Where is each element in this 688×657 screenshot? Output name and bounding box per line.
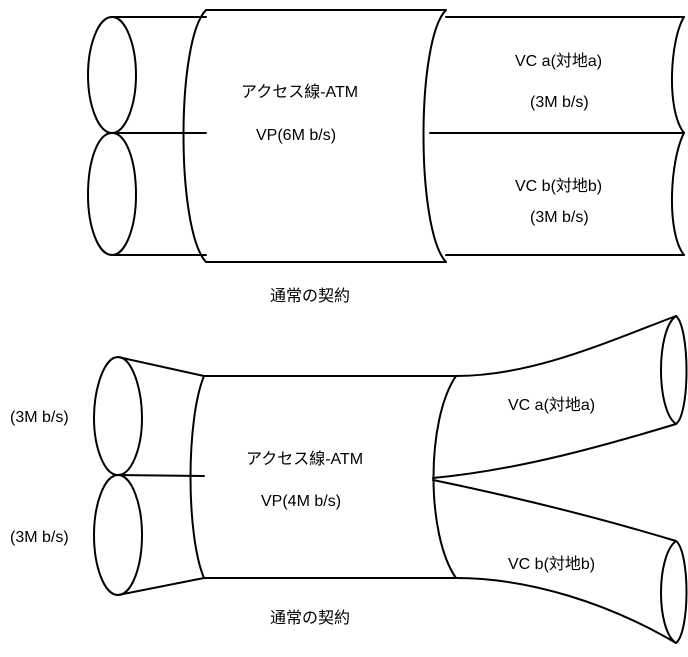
- bottom-access-label: アクセス線-ATM: [246, 450, 363, 468]
- bottom-caption: 通常の契約: [270, 609, 350, 627]
- bottom-vp-cylinder: [191, 376, 457, 578]
- bottom-vc-b-bottom-edge: [456, 578, 676, 643]
- bottom-vc-a-bottom-edge: [433, 424, 676, 478]
- top-vp-right-arc: [424, 10, 447, 262]
- bottom-vc-b-label: VC b(対地b): [508, 555, 595, 573]
- bottom-diagram: (3M b/s) (3M b/s) アクセス線-ATM VP(4M b/s) V…: [10, 316, 687, 643]
- top-left-tube-upper-end: [88, 17, 136, 133]
- bottom-vp-label: VP(4M b/s): [261, 493, 341, 510]
- bottom-left-tube-lower-end: [94, 475, 142, 595]
- bottom-vc-b-top-edge: [433, 480, 676, 541]
- top-vc-b-label: VC b(対地b): [515, 177, 602, 195]
- top-vp-left-arc: [184, 10, 207, 262]
- bottom-left-tubes: [94, 357, 204, 595]
- top-vc-b-rate: (3M b/s): [530, 209, 589, 226]
- bottom-vc-a-end: [661, 316, 687, 424]
- bottom-vc-b-end: [661, 541, 687, 643]
- top-caption: 通常の契約: [270, 287, 350, 305]
- top-left-tube-lower-end: [88, 133, 136, 255]
- top-vc-b-end: [672, 133, 684, 255]
- bottom-vp-left-arc: [191, 376, 205, 578]
- bottom-vc-a-label: VC a(対地a): [508, 396, 595, 414]
- top-left-tubes: [88, 17, 206, 255]
- bottom-left-top-rate: (3M b/s): [10, 409, 69, 426]
- top-vc-a-rate: (3M b/s): [530, 94, 589, 111]
- top-diagram: アクセス線-ATM VP(6M b/s) VC a(対地a) (3M b/s) …: [88, 10, 684, 305]
- bottom-vc-a-top-edge: [456, 316, 676, 376]
- top-vc-a-label: VC a(対地a): [515, 52, 602, 70]
- bottom-left-bottom-rate: (3M b/s): [10, 529, 69, 546]
- bottom-left-tube-upper-end: [94, 357, 142, 475]
- top-vp-label: VP(6M b/s): [256, 127, 336, 144]
- top-access-label: アクセス線-ATM: [241, 83, 358, 101]
- bottom-right-tubes: [433, 316, 687, 643]
- top-vc-a-end: [672, 17, 684, 133]
